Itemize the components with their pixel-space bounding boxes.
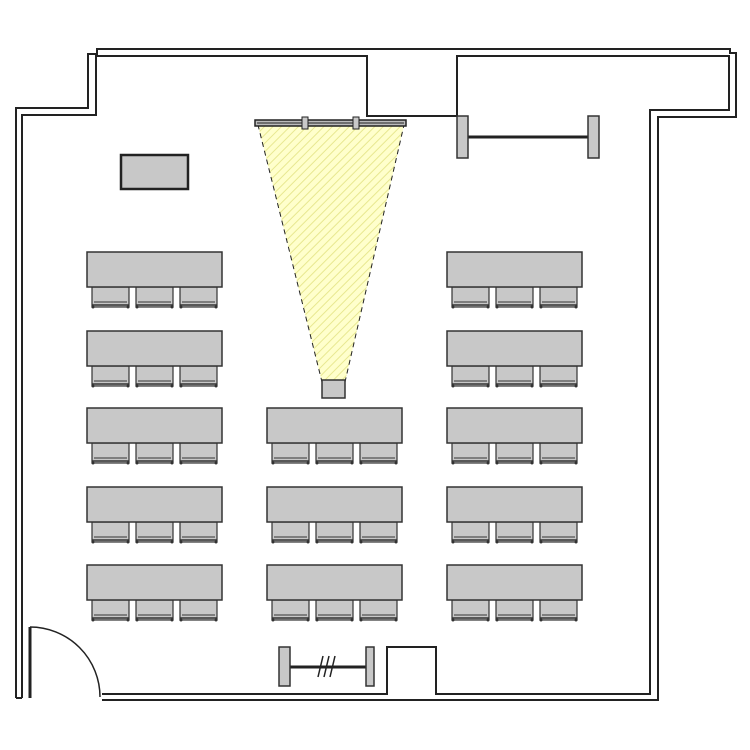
- chair: [271, 521, 310, 544]
- whiteboard-bottom: [278, 646, 375, 687]
- table: [86, 407, 223, 444]
- table-group: [86, 407, 223, 465]
- screen-bracket: [352, 116, 360, 130]
- screen-bracket: [301, 116, 309, 130]
- chair: [451, 365, 490, 388]
- chair: [179, 365, 218, 388]
- table-group: [446, 564, 583, 622]
- projection-area: [257, 124, 405, 383]
- cabinet: [119, 153, 190, 191]
- projector-screen: [254, 116, 407, 130]
- table-group: [446, 407, 583, 465]
- break-marks-icon: [317, 655, 336, 678]
- chair: [495, 365, 534, 388]
- table: [86, 330, 223, 367]
- chair: [179, 521, 218, 544]
- chair: [179, 442, 218, 465]
- table: [86, 486, 223, 523]
- chair: [539, 599, 578, 622]
- door-swing-arc: [29, 626, 101, 698]
- chair: [315, 599, 354, 622]
- whiteboard: [456, 115, 600, 159]
- table-group: [446, 330, 583, 388]
- table-group: [86, 330, 223, 388]
- chair: [539, 521, 578, 544]
- chair: [179, 599, 218, 622]
- chair: [91, 599, 130, 622]
- table: [446, 330, 583, 367]
- table-group: [266, 564, 403, 622]
- chair: [451, 442, 490, 465]
- chair: [271, 599, 310, 622]
- chair: [135, 442, 174, 465]
- tables: [86, 251, 583, 622]
- chair: [539, 442, 578, 465]
- chair: [315, 521, 354, 544]
- chair: [451, 521, 490, 544]
- chair: [495, 286, 534, 309]
- outer-wall: [15, 48, 737, 701]
- chair: [91, 365, 130, 388]
- chair: [91, 521, 130, 544]
- table: [266, 407, 403, 444]
- whiteboard-stand: [278, 646, 291, 687]
- projector: [321, 379, 346, 399]
- chair: [495, 442, 534, 465]
- table-group: [86, 251, 223, 309]
- chair: [495, 599, 534, 622]
- table: [446, 407, 583, 444]
- table-group: [266, 407, 403, 465]
- walls: [15, 48, 737, 701]
- chair: [91, 286, 130, 309]
- table: [86, 564, 223, 601]
- chair: [359, 442, 398, 465]
- table-group: [266, 486, 403, 544]
- inner-wall: [21, 55, 730, 698]
- table: [86, 251, 223, 288]
- chair: [451, 599, 490, 622]
- table-group: [86, 564, 223, 622]
- table: [266, 486, 403, 523]
- whiteboard-stand: [365, 646, 375, 687]
- table-group: [446, 251, 583, 309]
- chair: [495, 521, 534, 544]
- door[interactable]: [28, 626, 101, 698]
- table: [266, 564, 403, 601]
- chair: [539, 286, 578, 309]
- chair: [135, 365, 174, 388]
- chair: [135, 521, 174, 544]
- table-group: [446, 486, 583, 544]
- chair: [315, 442, 354, 465]
- chair: [539, 365, 578, 388]
- whiteboard-stand: [587, 115, 600, 159]
- chair: [135, 599, 174, 622]
- chair: [451, 286, 490, 309]
- chair: [179, 286, 218, 309]
- chair: [359, 521, 398, 544]
- chair: [359, 599, 398, 622]
- chair: [91, 442, 130, 465]
- chair: [135, 286, 174, 309]
- table: [446, 251, 583, 288]
- table-group: [86, 486, 223, 544]
- chair: [271, 442, 310, 465]
- table: [446, 564, 583, 601]
- whiteboard-stand: [456, 115, 469, 159]
- table: [446, 486, 583, 523]
